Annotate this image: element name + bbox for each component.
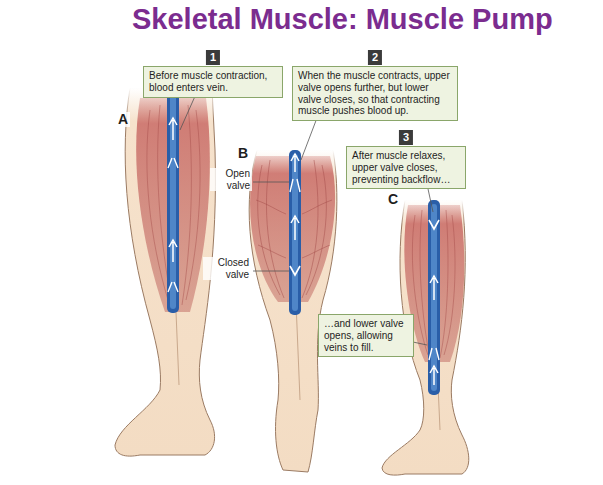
callout-number: 2 [368, 50, 382, 65]
callout-box: …and lower valve opens, allowing veins t… [318, 314, 414, 357]
leg-b-part [296, 302, 300, 400]
callout-box: 2When the muscle contracts, upper valve … [292, 66, 458, 121]
callout-number: 1 [206, 50, 220, 65]
leg-b-part [292, 154, 298, 311]
callout-text: After muscle relaxes, upper valve closes… [352, 150, 460, 185]
leg-b-part [289, 150, 301, 315]
leg-b-part [291, 154, 299, 240]
leader-lines-part [253, 271, 289, 272]
leg-c-part [429, 348, 439, 360]
leg-c-part [430, 276, 438, 385]
callout-box: 3After muscle relaxes, upper valve close… [346, 146, 466, 189]
leg-b-part [290, 179, 300, 192]
callout-text: Before muscle contraction, blood enters … [149, 70, 277, 94]
callout-text: When the muscle contracts, upper valve o… [298, 70, 452, 117]
callout-box: 1Before muscle contraction, blood enters… [143, 66, 283, 98]
leg-c-part [428, 200, 440, 395]
callout-number: 3 [399, 130, 413, 145]
leg-a-part [115, 88, 215, 456]
leader-lines [180, 85, 433, 345]
leader-lines-part [253, 182, 289, 183]
leg-c-part [431, 204, 437, 391]
part-label: Closed valve [203, 257, 251, 280]
panel-letter: C [386, 192, 400, 207]
leg-a-part [169, 118, 177, 262]
part-label: Open valve [210, 168, 252, 191]
callout-text: …and lower valve opens, allowing veins t… [324, 318, 408, 353]
panel-letter: A [116, 112, 130, 127]
leg-b [249, 150, 337, 472]
leg-a-part [167, 88, 179, 313]
leg-c-part [429, 220, 439, 229]
leg-b-part [249, 150, 337, 472]
leg-b-part [290, 266, 300, 275]
leg-a-part [168, 158, 178, 292]
leg-a [115, 88, 215, 456]
page-title: Skeletal Muscle: Muscle Pump [132, 4, 553, 36]
leg-a-part [176, 312, 179, 385]
panel-letter: B [236, 146, 250, 161]
leg-a-part [170, 92, 176, 309]
